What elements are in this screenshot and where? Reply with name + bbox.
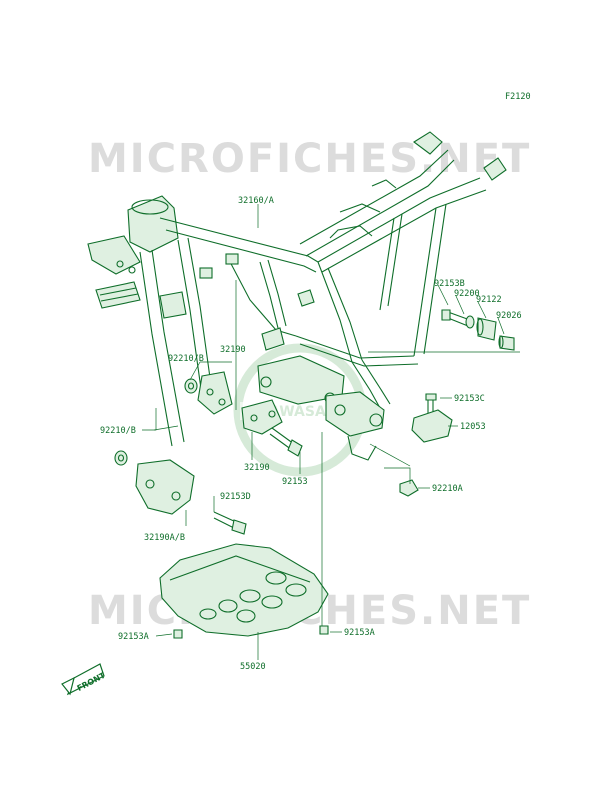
label-92153b: 92153B: [434, 279, 465, 289]
damper-12053: [411, 409, 453, 443]
front-direction-badge: FRONT: [61, 663, 107, 696]
nut-92210a: [399, 479, 419, 497]
skid-plate-55020: [159, 543, 329, 637]
label-12053: 12053: [460, 422, 486, 432]
skid-hole-7: [199, 608, 217, 620]
frame-tab-1: [199, 267, 213, 279]
collar-92210b-upper: [184, 378, 198, 394]
watermark-top: MICROFICHES.NET: [88, 136, 531, 182]
label-92153: 92153: [282, 477, 308, 487]
label-32190ab: 32190A/B: [144, 533, 185, 543]
label-92210b-lower: 92210/B: [100, 426, 136, 436]
frame-tab-2: [225, 253, 239, 265]
label-92210a: 92210A: [432, 484, 463, 494]
label-32160a: 32160/A: [238, 196, 274, 206]
label-92153c: 92153C: [454, 394, 485, 404]
bolt-92153c: [425, 393, 437, 414]
label-92153a-left: 92153A: [118, 632, 149, 642]
bolt-92153a-right: [319, 625, 329, 635]
rear-pivot-bracket: [325, 391, 385, 437]
skid-hole-5: [218, 599, 238, 613]
skid-hole-1: [265, 571, 287, 585]
frame-gusset-front: [159, 291, 187, 319]
collar-92210b-lower: [114, 450, 128, 466]
engine-bracket-32190-upper: [197, 371, 233, 415]
label-32190-upper: 32190: [220, 345, 246, 355]
label-92200: 92200: [454, 289, 480, 299]
rear-seat-mount-right: [483, 157, 507, 181]
bolt-92153: [269, 427, 303, 457]
frame-tab-4: [261, 327, 285, 351]
label-55020: 55020: [240, 662, 266, 672]
head-gusset: [87, 235, 141, 275]
skid-hole-4: [261, 595, 283, 609]
frame-tab-3: [297, 289, 315, 307]
label-92122: 92122: [476, 295, 502, 305]
skid-hole-2: [285, 583, 307, 597]
label-92153d: 92153D: [220, 492, 251, 502]
leader-lines: [142, 204, 520, 660]
skid-hole-6: [236, 609, 256, 623]
label-92210b-upper: 92210/B: [168, 354, 204, 364]
label-32190-lower: 32190: [244, 463, 270, 473]
skid-hole-3: [239, 589, 261, 603]
label-92153a-right: 92153A: [344, 628, 375, 638]
engine-bracket-32190ab: [135, 459, 195, 515]
label-92026: 92026: [496, 311, 522, 321]
bolt-92153a-left: [173, 629, 183, 639]
collar-92200: [465, 315, 475, 329]
lower-head-cup: [95, 281, 141, 309]
rear-seat-mount-left: [413, 131, 443, 155]
collar-92122: [476, 317, 497, 341]
bolt-92153d: [213, 511, 247, 535]
diagram-code: F2120: [505, 92, 531, 102]
front-arrow-icon: [61, 676, 75, 696]
steering-head: [127, 195, 179, 253]
bushing-92026: [498, 335, 515, 351]
motorcycle-frame: [87, 131, 507, 461]
